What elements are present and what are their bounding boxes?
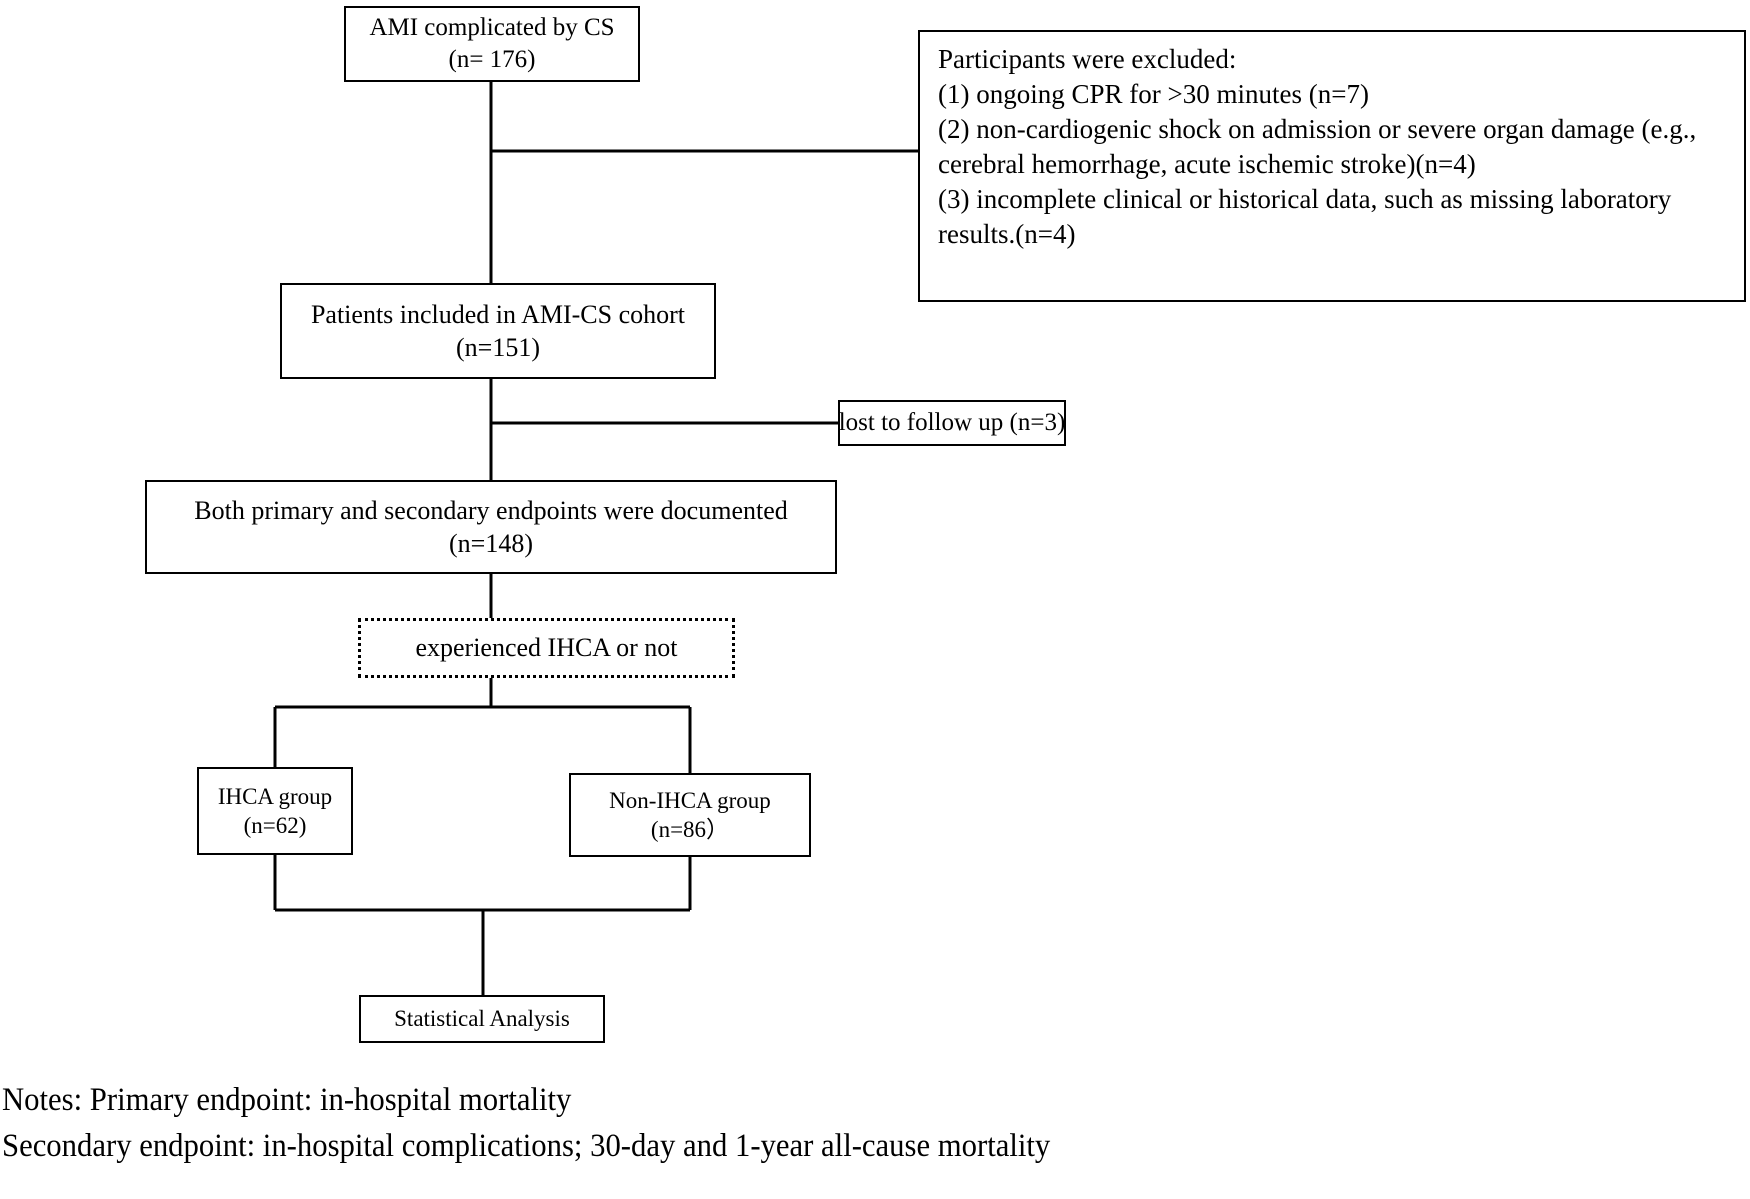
stats-line-1: Statistical Analysis bbox=[394, 1006, 570, 1032]
nonihca-line-2: (n=86） bbox=[650, 817, 730, 842]
lost-line-1: lost to follow up (n=3) bbox=[838, 409, 1066, 436]
node-statistical-analysis: Statistical Analysis bbox=[359, 995, 605, 1043]
included-line-2: (n=151) bbox=[456, 333, 540, 362]
node-endpoints-documented: Both primary and secondary endpoints wer… bbox=[145, 480, 837, 574]
node-non-ihca-group: Non-IHCA group (n=86） bbox=[569, 773, 811, 857]
node-ami-complicated-by-cs: AMI complicated by CS (n= 176) bbox=[344, 6, 640, 82]
node-participants-excluded: Participants were excluded: (1) ongoing … bbox=[918, 30, 1746, 302]
node-lost-to-follow-up: lost to follow up (n=3) bbox=[838, 400, 1066, 446]
endpoints-line-1: Both primary and secondary endpoints wer… bbox=[194, 495, 788, 525]
node-ihca-group: IHCA group (n=62) bbox=[197, 767, 353, 855]
excluded-reason-1: (1) ongoing CPR for >30 minutes (n=7) bbox=[938, 79, 1369, 110]
notes-secondary-endpoint: Secondary endpoint: in-hospital complica… bbox=[2, 1127, 1051, 1164]
ihca-line-1: IHCA group bbox=[217, 783, 333, 809]
ihca-question-line-1: experienced IHCA or not bbox=[415, 633, 678, 663]
excluded-reason-3: (3) incomplete clinical or historical da… bbox=[938, 184, 1672, 250]
node-experienced-ihca-or-not: experienced IHCA or not bbox=[358, 618, 735, 678]
included-line-1: Patients included in AMI-CS cohort bbox=[310, 299, 686, 329]
excluded-reason-2: (2) non-cardiogenic shock on admission o… bbox=[938, 114, 1697, 180]
node-ami-line-2: (n= 176) bbox=[448, 46, 536, 73]
endpoints-line-2: (n=148) bbox=[449, 529, 533, 558]
diagram-notes: Notes: Primary endpoint: in-hospital mor… bbox=[2, 1078, 1304, 1169]
node-ami-line-1: AMI complicated by CS bbox=[369, 14, 615, 41]
ihca-line-2: (n=62) bbox=[243, 813, 307, 838]
node-patients-included-cohort: Patients included in AMI-CS cohort (n=15… bbox=[280, 283, 716, 379]
notes-primary-endpoint: Notes: Primary endpoint: in-hospital mor… bbox=[2, 1082, 572, 1118]
excluded-heading: Participants were excluded: bbox=[938, 44, 1237, 74]
nonihca-line-1: Non-IHCA group bbox=[609, 787, 771, 813]
